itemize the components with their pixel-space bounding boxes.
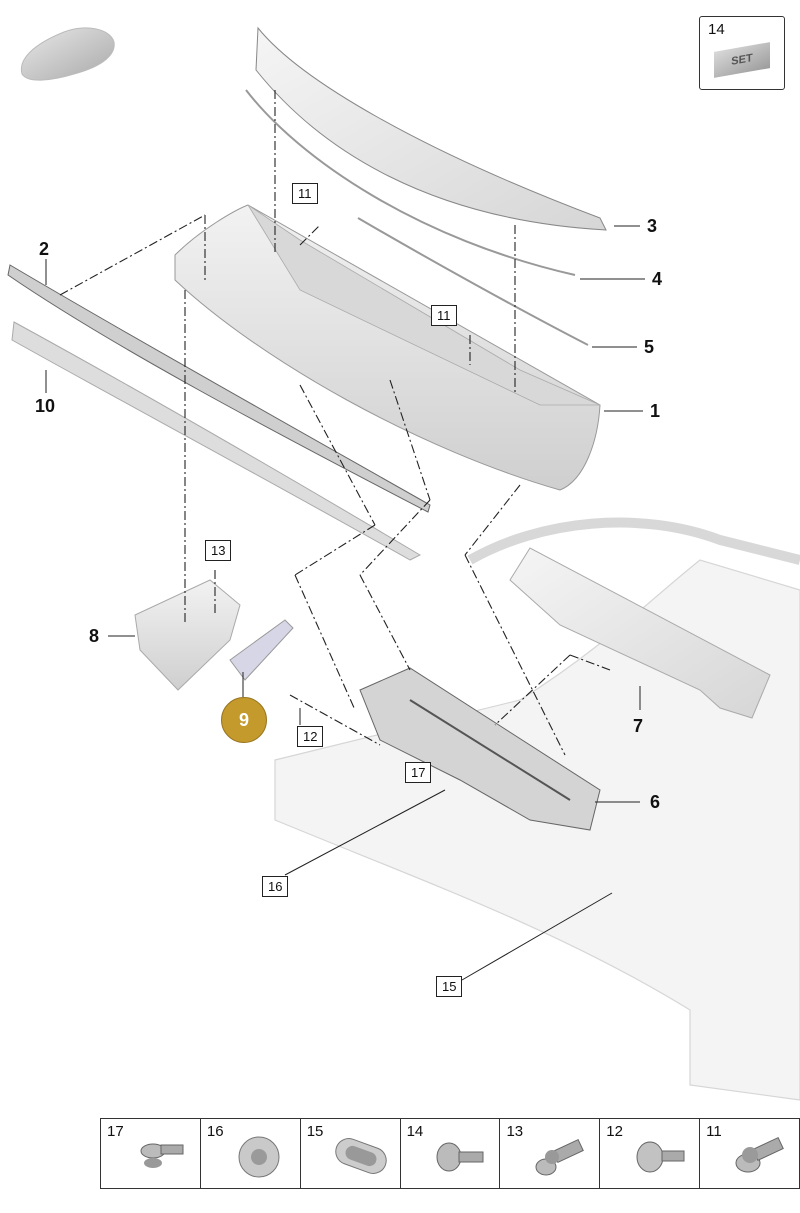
pan-head-bolt-icon — [436, 1142, 484, 1172]
boxed-label-12: 12 — [297, 726, 324, 747]
trim-wire-part — [357, 217, 589, 346]
boxed-label-13: 13 — [205, 540, 232, 561]
spoiler-inner-part — [247, 204, 601, 406]
legend-number: 12 — [606, 1123, 623, 1140]
rear-body-structure — [274, 559, 800, 1101]
legend-item[interactable]: 12 — [600, 1119, 701, 1188]
callout-4: 4 — [652, 269, 663, 289]
callout-6: 6 — [650, 792, 661, 812]
spoiler-mechanism-part — [359, 667, 601, 831]
boxed-label-16: 16 — [262, 876, 289, 897]
cover-panel-part — [509, 547, 771, 719]
callout-2: 2 — [39, 239, 50, 259]
legend-item[interactable]: 13 — [500, 1119, 601, 1188]
car-silhouette-icon — [20, 27, 115, 81]
callout-9-highlight[interactable]: 9 — [221, 697, 267, 743]
legend-number: 13 — [506, 1123, 524, 1140]
oval-grommet-icon — [335, 1138, 387, 1174]
set-kit-text: SET — [731, 52, 753, 68]
callout-leaders — [45, 225, 645, 981]
spoiler-blade-part — [255, 26, 607, 231]
legend-number: 16 — [206, 1123, 224, 1140]
legend-number: 11 — [706, 1123, 722, 1140]
trim-strip-part — [7, 264, 431, 513]
bracket-right-part — [229, 619, 294, 681]
set-kit-number: 14 — [708, 21, 725, 38]
callout-10: 10 — [35, 396, 56, 416]
callout-8: 8 — [89, 626, 100, 646]
boxed-label-15: 15 — [436, 976, 463, 997]
round-clip-icon — [238, 1136, 280, 1178]
boxed-label-17: 17 — [405, 762, 432, 783]
legend-number: 14 — [406, 1123, 424, 1140]
legend-item[interactable]: 14 — [401, 1119, 501, 1188]
callout-3: 3 — [647, 216, 658, 236]
leader-lines — [59, 90, 611, 756]
legend-number: 17 — [107, 1123, 124, 1140]
push-rivet-icon — [535, 1138, 585, 1176]
callout-9-label: 9 — [238, 709, 249, 730]
boxed-label-11-top: 11 — [292, 183, 318, 204]
bracket-left-part — [134, 579, 241, 691]
callout-7: 7 — [633, 716, 644, 736]
legend-item[interactable]: 16 — [201, 1119, 301, 1188]
callout-1: 1 — [650, 401, 661, 421]
foam-strip-part — [11, 321, 422, 561]
collar-bolt-icon — [735, 1136, 785, 1173]
set-kit-box: 14 SET — [699, 16, 785, 90]
spoiler-body-part — [174, 204, 601, 491]
legend-item[interactable]: 11 — [700, 1119, 799, 1188]
mechanism-rod — [409, 699, 571, 801]
boxed-label-11-mid: 11 — [431, 305, 457, 326]
callout-5: 5 — [644, 337, 655, 357]
seal-strip-part — [245, 89, 576, 276]
set-block-icon: SET — [714, 42, 770, 78]
fastener-legend: 17 16 15 14 13 1 — [100, 1118, 800, 1189]
dome-bolt-icon — [636, 1141, 685, 1173]
body-frame-arch — [467, 517, 800, 565]
flange-bolt-icon — [140, 1143, 184, 1168]
legend-item[interactable]: 15 — [301, 1119, 401, 1188]
legend-item[interactable]: 17 — [101, 1119, 201, 1188]
legend-number: 15 — [306, 1123, 324, 1140]
